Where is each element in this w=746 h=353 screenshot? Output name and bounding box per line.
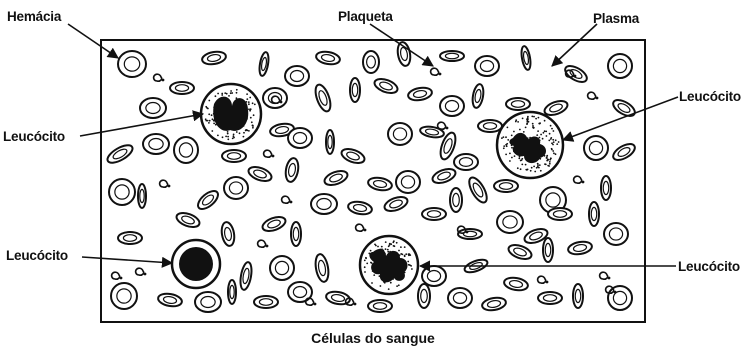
red-blood-cell: [263, 88, 287, 108]
red-blood-cell: [475, 56, 499, 76]
red-blood-cell: [454, 154, 478, 170]
red-blood-cell: [440, 96, 464, 116]
red-blood-cell: [448, 288, 472, 308]
red-blood-cell: [494, 180, 518, 192]
red-blood-cell: [608, 286, 632, 310]
red-blood-cell: [458, 229, 482, 239]
leukocyte-top-right: [497, 112, 563, 178]
red-blood-cell: [109, 179, 135, 205]
red-blood-cell: [440, 51, 464, 61]
red-blood-cell: [573, 284, 583, 308]
red-blood-cell: [311, 194, 337, 214]
leukocyte-top-left: [201, 84, 261, 144]
red-blood-cell: [601, 176, 611, 200]
leucocito-bottom-left-label: Leucócito: [6, 248, 68, 263]
red-blood-cell: [388, 123, 412, 145]
leukocyte-bottom-left: [172, 240, 220, 288]
red-blood-cell: [174, 137, 198, 163]
red-blood-cell: [254, 296, 278, 308]
red-blood-cell: [604, 223, 628, 245]
leukocyte-bottom-right: [360, 236, 418, 294]
red-blood-cell: [548, 208, 572, 220]
red-blood-cell: [589, 202, 599, 226]
red-blood-cell: [326, 130, 334, 154]
red-blood-cell: [118, 232, 142, 244]
red-blood-cell: [497, 211, 523, 233]
red-blood-cell: [396, 171, 420, 193]
leucocito-top-left-label: Leucócito: [3, 129, 65, 144]
red-blood-cell: [285, 66, 309, 86]
red-blood-cell: [368, 300, 392, 312]
red-blood-cell: [140, 98, 166, 118]
red-blood-cell: [138, 184, 146, 208]
red-blood-cell: [608, 54, 632, 78]
red-blood-cell: [222, 150, 246, 162]
red-blood-cell: [538, 292, 562, 304]
red-blood-cell: [195, 292, 221, 312]
red-blood-cell: [224, 177, 248, 199]
leucocito-bottom-right-label: Leucócito: [678, 259, 740, 274]
red-blood-cell: [118, 51, 146, 77]
red-blood-cell: [288, 128, 312, 148]
red-blood-cell: [418, 284, 430, 308]
red-blood-cell: [478, 120, 502, 132]
red-blood-cell: [506, 98, 530, 110]
red-blood-cell: [450, 188, 462, 212]
red-blood-cell: [422, 208, 446, 220]
red-blood-cell: [584, 136, 608, 160]
red-blood-cell: [228, 280, 236, 304]
leucocito-top-right-label: Leucócito: [679, 89, 741, 104]
red-blood-cell: [291, 222, 301, 246]
red-blood-cell: [422, 266, 446, 286]
red-blood-cell: [270, 256, 294, 280]
red-blood-cell: [543, 238, 553, 262]
red-blood-cell: [170, 82, 194, 94]
diagram-caption: Células do sangue: [0, 330, 746, 346]
plasma-label: Plasma: [593, 11, 639, 26]
red-blood-cell: [350, 78, 360, 102]
plaqueta-label: Plaqueta: [338, 9, 393, 24]
hemacia-label: Hemácia: [7, 9, 61, 24]
red-blood-cell: [143, 134, 169, 154]
red-blood-cell: [363, 51, 379, 73]
red-blood-cell: [111, 283, 137, 309]
